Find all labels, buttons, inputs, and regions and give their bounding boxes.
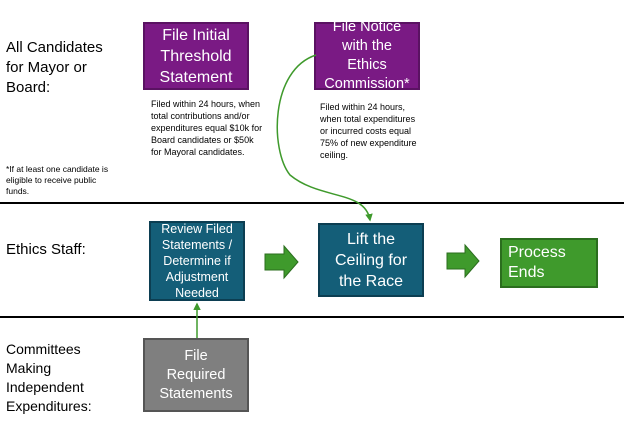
notice-note: Filed within 24 hours, when total expend… xyxy=(320,102,417,160)
block-arrow-review-to-lift xyxy=(264,244,299,280)
file-notice-text: File Notice with the Ethics Commission* xyxy=(324,19,410,92)
review-filed-statements-text: Review Filed Statements / Determine if A… xyxy=(161,222,233,300)
curved-connector-arrow xyxy=(276,54,373,222)
lift-ceiling-text: Lift the Ceiling for the Race xyxy=(334,230,408,290)
footnote: *If at least one candidate is eligible t… xyxy=(6,164,109,196)
lane-label-candidates: All Candidates for Mayor or Board: xyxy=(6,39,103,96)
lift-ceiling-box: Lift the Ceiling for the Race xyxy=(318,223,424,297)
lane-divider-top xyxy=(0,202,624,204)
lane-label-committees: Committees Making Independent Expenditur… xyxy=(6,341,92,414)
lane-divider-bottom xyxy=(0,316,624,318)
file-initial-threshold-statement-box: File Initial Threshold Statement xyxy=(143,22,249,90)
process-ends-text: Process Ends xyxy=(508,244,566,281)
file-required-statements-text: File Required Statements xyxy=(159,347,233,402)
block-arrow-lift-to-end xyxy=(446,243,480,279)
initial-threshold-note: Filed within 24 hours, when total contri… xyxy=(151,99,263,157)
file-initial-threshold-statement-text: File Initial Threshold Statement xyxy=(159,26,233,86)
process-ends-box: Process Ends xyxy=(500,238,598,288)
review-filed-statements-box: Review Filed Statements / Determine if A… xyxy=(149,221,245,301)
file-required-statements-box: File Required Statements xyxy=(143,338,249,412)
lane-label-ethics-staff: Ethics Staff: xyxy=(6,241,86,258)
